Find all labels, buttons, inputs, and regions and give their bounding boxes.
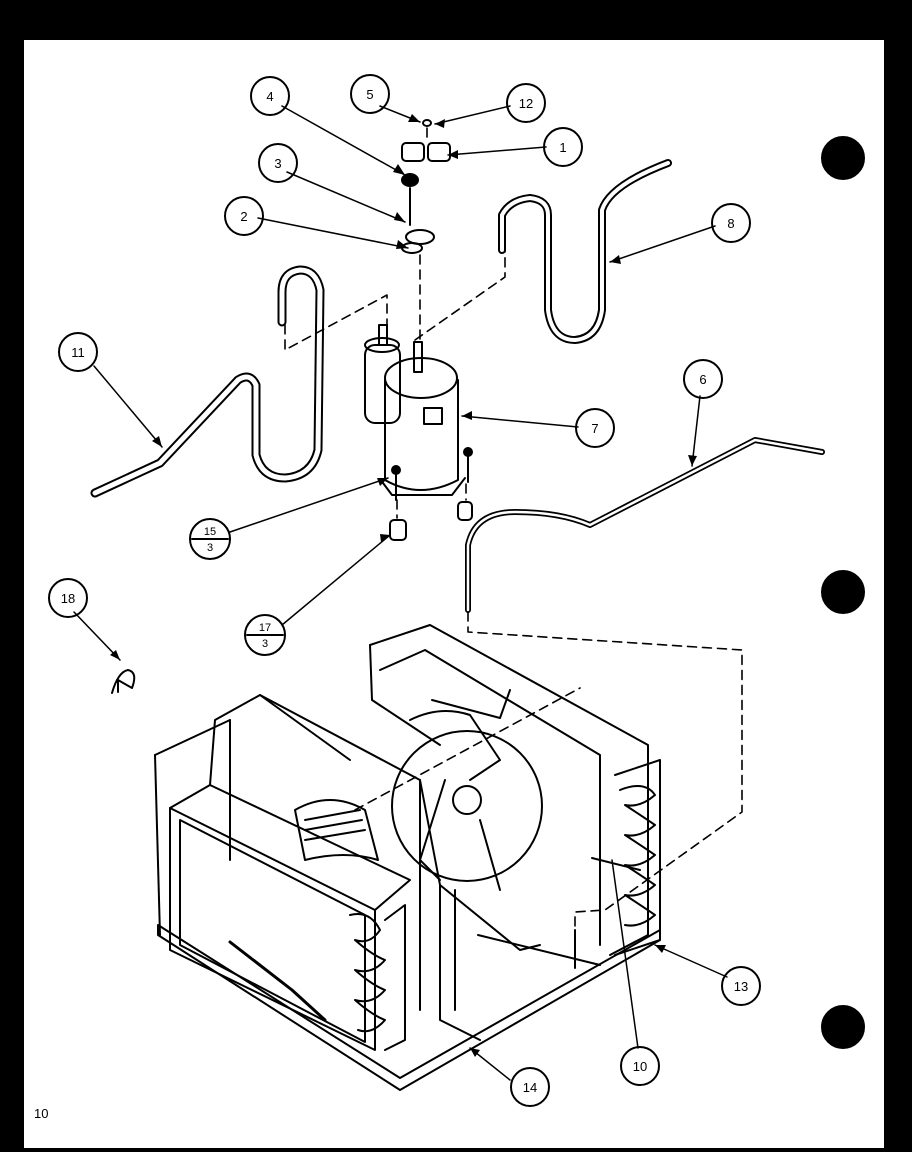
callout-label-3: 3 (274, 156, 281, 171)
callout-label-11: 11 (71, 345, 85, 360)
callout-label-5: 5 (366, 87, 373, 102)
callout-15-numerator: 15 (204, 526, 216, 538)
suction-tube (90, 265, 325, 498)
callout-circle-3 (258, 143, 298, 183)
mounting-grommets (389, 447, 473, 541)
callout-label-7: 7 (591, 421, 598, 436)
callout-circle-4 (250, 76, 290, 116)
callout-circle-2 (224, 196, 264, 236)
terminal-cover-assembly (401, 119, 451, 254)
callout-circle-5 (350, 74, 390, 114)
callout-circle-15 (189, 518, 231, 560)
page-number: 10 (34, 1106, 49, 1121)
callout-label-13: 13 (734, 979, 748, 994)
callout-label-4: 4 (266, 89, 273, 104)
callout-label-14: 14 (523, 1080, 537, 1095)
callout-17-denominator: 3 (262, 638, 268, 650)
callout-label-18: 18 (61, 591, 75, 606)
callout-circle-17 (244, 614, 286, 656)
clip-part (111, 669, 136, 694)
callout-label-2: 2 (240, 209, 247, 224)
callout-circle-11 (58, 332, 98, 372)
callout-label-10: 10 (633, 1059, 647, 1074)
callout-circle-10 (620, 1046, 660, 1086)
callout-circle-1 (543, 127, 583, 167)
leader-lines (73, 105, 728, 1081)
callout-label-12: 12 (519, 96, 533, 111)
air-conditioner-chassis (154, 624, 661, 1091)
callout-circle-8 (711, 203, 751, 243)
callout-label-8: 8 (727, 216, 734, 231)
callout-15-denominator: 3 (207, 542, 213, 554)
callout-circle-7 (575, 408, 615, 448)
callout-label-6: 6 (699, 372, 706, 387)
callout-circle-18 (48, 578, 88, 618)
callout-circle-13 (721, 966, 761, 1006)
capillary-tube (465, 437, 825, 613)
registration-dot-bottom (821, 1005, 865, 1049)
assembly-guide-lines (284, 127, 743, 931)
registration-dot-middle (821, 570, 865, 614)
compressor (364, 324, 466, 496)
callout-label-1: 1 (559, 140, 566, 155)
callout-17-numerator: 17 (259, 622, 271, 634)
discharge-tube (498, 159, 672, 344)
callout-circle-6 (683, 359, 723, 399)
registration-dot-top (821, 136, 865, 180)
callout-circle-12 (506, 83, 546, 123)
callout-circle-14 (510, 1067, 550, 1107)
